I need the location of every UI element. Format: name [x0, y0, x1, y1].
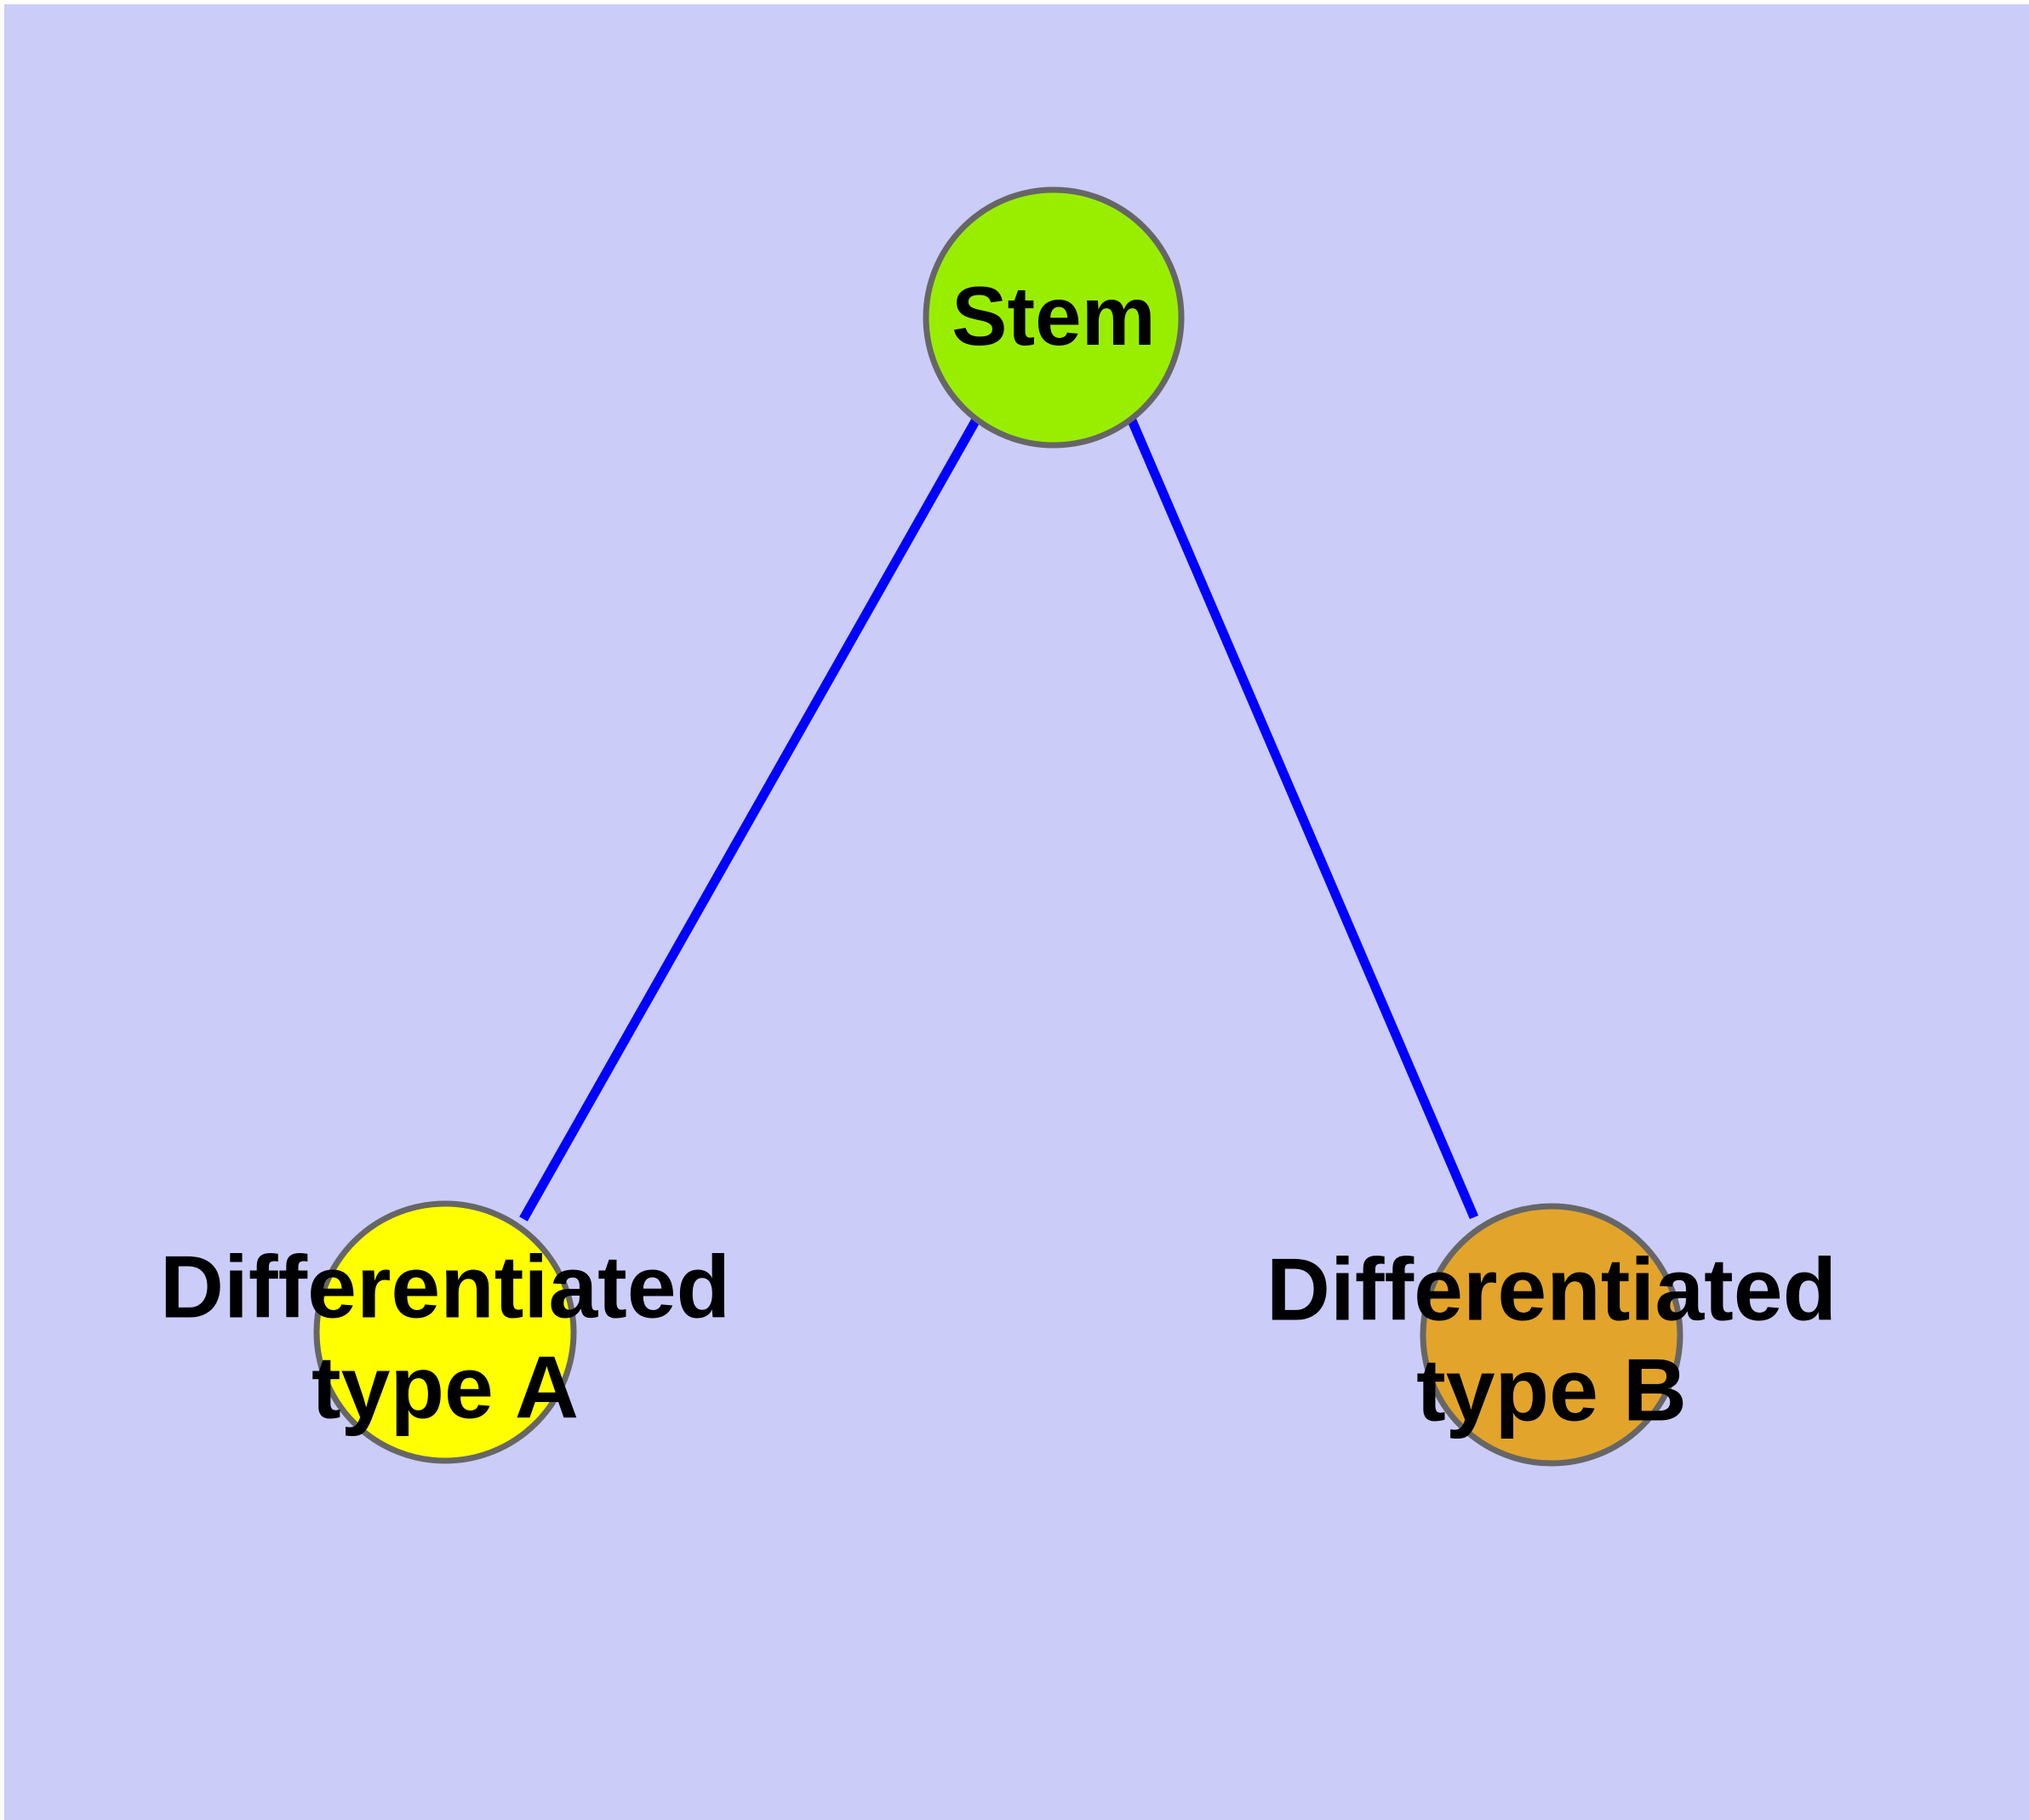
- node-differentiated-type-b-label-line2: type B: [1416, 1341, 1687, 1439]
- node-differentiated-type-a-label-line2: type A: [311, 1338, 579, 1437]
- node-stem[interactable]: Stem: [923, 186, 1185, 449]
- node-stem-circle[interactable]: [923, 186, 1185, 449]
- node-differentiated-type-b[interactable]: Differentiated type B: [1266, 1203, 1837, 1467]
- node-differentiated-type-a[interactable]: Differentiated type A: [160, 1200, 730, 1464]
- edge-stem-to-differentiated-type-b[interactable]: [1127, 418, 1479, 1220]
- edge-layer: [519, 417, 1479, 1222]
- node-differentiated-type-a-circle[interactable]: [313, 1200, 577, 1464]
- node-differentiated-type-a-label-line1: Differentiated: [160, 1238, 730, 1336]
- node-differentiated-type-b-circle[interactable]: [1420, 1203, 1683, 1467]
- node-differentiated-type-b-label-line1: Differentiated: [1266, 1240, 1837, 1339]
- node-stem-label: Stem: [952, 269, 1156, 363]
- edge-stem-to-differentiated-type-a[interactable]: [519, 417, 980, 1222]
